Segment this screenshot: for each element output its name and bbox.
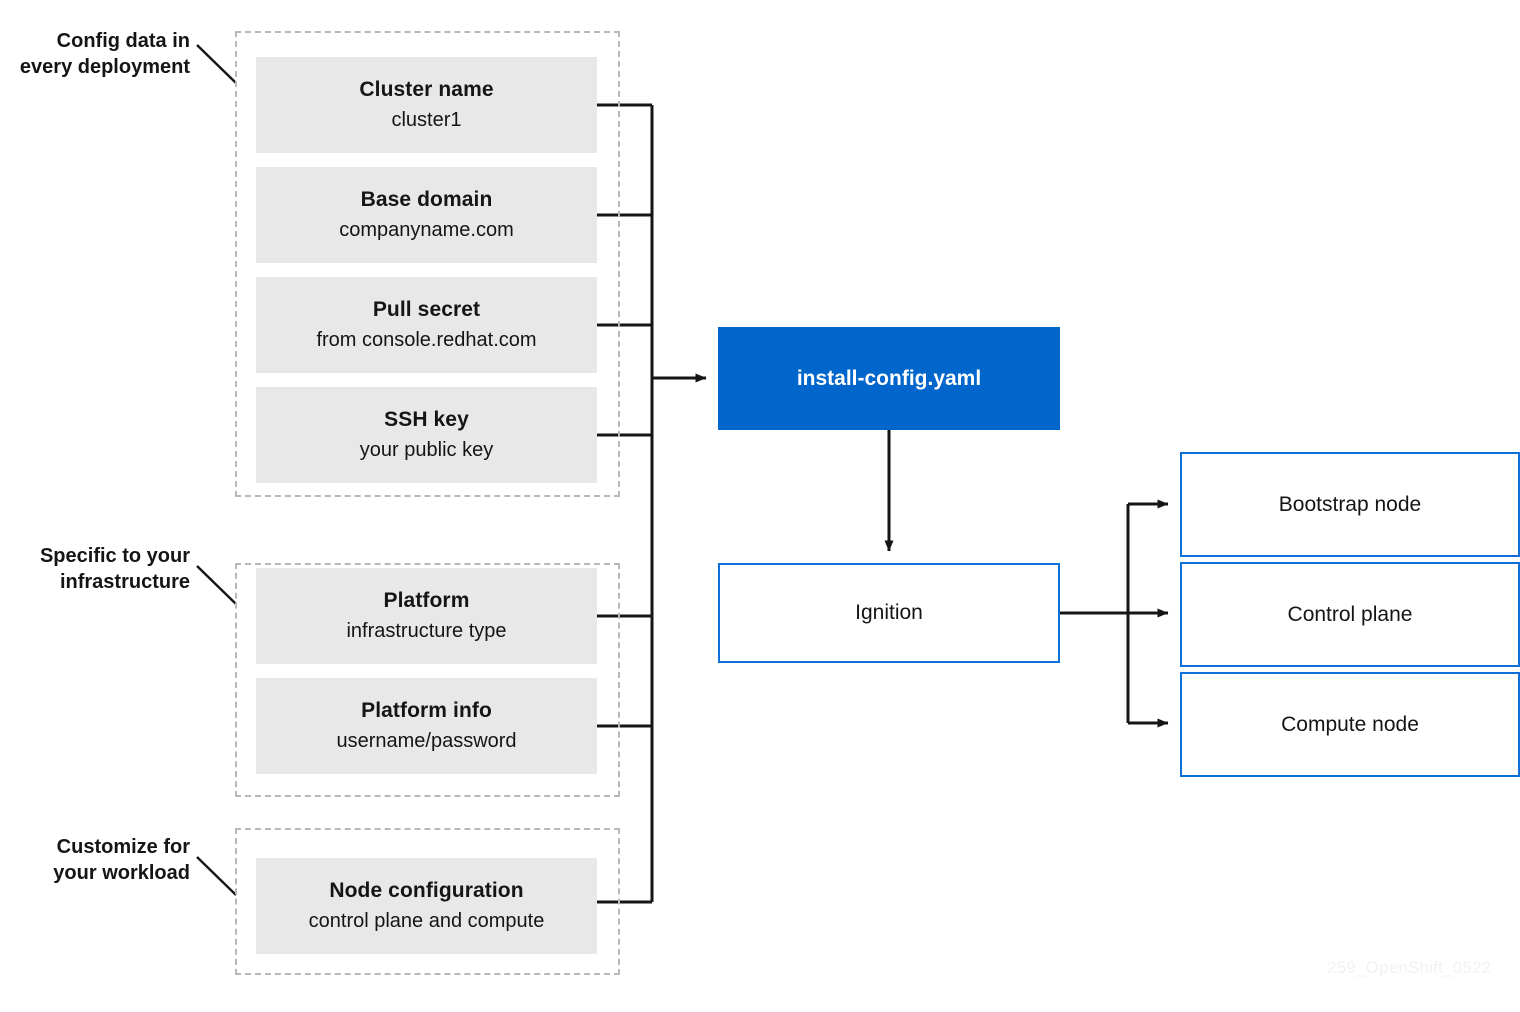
card-cluster-name[interactable]: Cluster name cluster1 [256, 57, 597, 153]
card-subtitle: infrastructure type [346, 619, 507, 642]
control-plane-box[interactable]: Control plane [1180, 562, 1520, 667]
compute-node-label: Compute node [1281, 712, 1419, 736]
group-config-data [235, 31, 620, 497]
card-title: Node configuration [329, 879, 524, 903]
card-title: Platform info [361, 699, 492, 723]
ignition-to-nodes-arrows [1060, 499, 1169, 728]
callout-config-data: Config data in every deployment [0, 28, 190, 80]
control-plane-label: Control plane [1287, 602, 1413, 626]
card-ssh-key[interactable]: SSH key your public key [256, 387, 597, 483]
compute-node-box[interactable]: Compute node [1180, 672, 1520, 777]
bootstrap-node-label: Bootstrap node [1278, 492, 1422, 516]
install-config-label: install-config.yaml [796, 366, 982, 390]
callout-leader-lines [196, 44, 237, 896]
install-config-box[interactable]: install-config.yaml [718, 327, 1060, 430]
callout-infrastructure: Specific to your infrastructure [0, 543, 190, 595]
callout-line-1: Customize for [56, 836, 190, 858]
ignition-label: Ignition [855, 601, 923, 624]
card-title: Pull secret [372, 298, 481, 322]
group-infrastructure [235, 563, 620, 797]
card-base-domain[interactable]: Base domain companyname.com [256, 167, 597, 263]
ignition-box[interactable]: Ignition [718, 563, 1060, 663]
card-platform[interactable]: Platform infrastructure type [256, 568, 597, 664]
card-subtitle: control plane and compute [308, 909, 545, 932]
card-title: Base domain [360, 188, 493, 212]
card-node-configuration[interactable]: Node configuration control plane and com… [256, 858, 597, 954]
card-title: Cluster name [359, 78, 494, 102]
card-title: SSH key [384, 408, 469, 432]
callout-line-2: your workload [53, 862, 190, 884]
card-title: Platform [383, 589, 470, 613]
callout-workload: Customize for your workload [0, 834, 190, 886]
callout-line-2: every deployment [19, 56, 190, 78]
bootstrap-node-box[interactable]: Bootstrap node [1180, 452, 1520, 557]
card-subtitle: cluster1 [391, 108, 462, 131]
card-subtitle: your public key [359, 438, 494, 461]
card-subtitle: from console.redhat.com [316, 328, 537, 351]
group-workload [235, 828, 620, 975]
card-subtitle: companyname.com [339, 218, 514, 241]
watermark-label: 259_OpenShift_0522 [1327, 958, 1492, 977]
callout-line-2: infrastructure [59, 571, 190, 593]
card-subtitle: username/password [336, 729, 517, 752]
callout-line-1: Config data in [56, 30, 190, 52]
callout-line-1: Specific to your [39, 545, 190, 567]
card-pull-secret[interactable]: Pull secret from console.redhat.com [256, 277, 597, 373]
card-platform-info[interactable]: Platform info username/password [256, 678, 597, 774]
